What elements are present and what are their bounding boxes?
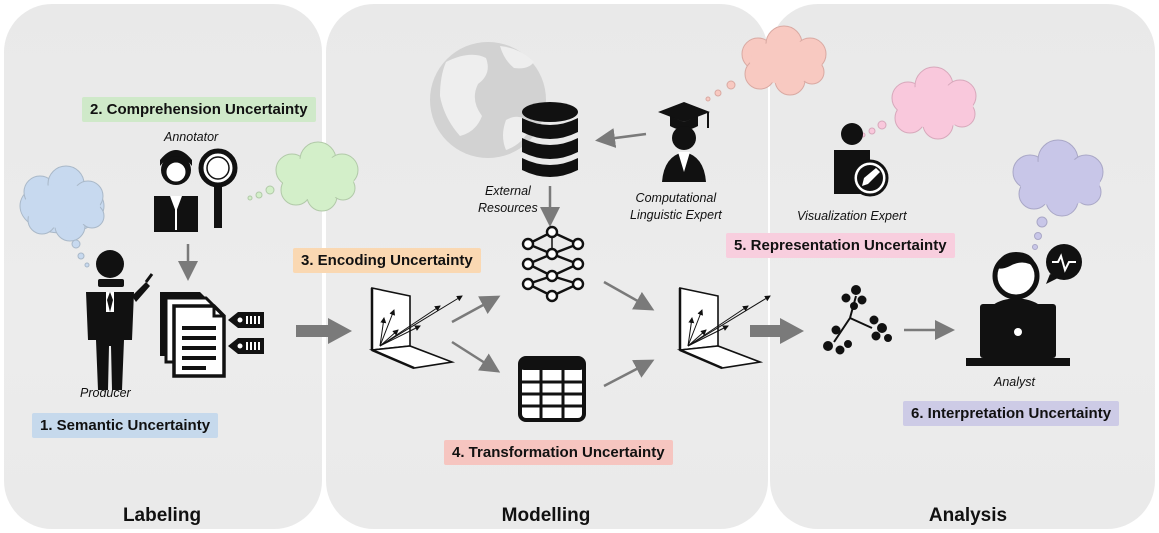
cloud-visualization-expert: [860, 66, 977, 140]
badge-comprehension-uncertainty: 2. Comprehension Uncertainty: [82, 97, 316, 122]
caption-external-resources-line1: External: [484, 184, 531, 198]
caption-visualization-expert: Visualization Expert: [797, 209, 907, 223]
cloud-producer: [19, 165, 105, 268]
caption-annotator: Annotator: [164, 130, 219, 144]
cloud-annotator: [247, 141, 359, 212]
arrow-modelling-to-analysis: [750, 318, 804, 344]
badge-encoding-uncertainty: 3. Encoding Uncertainty: [293, 248, 481, 273]
cluster-visualization-icon: [823, 285, 892, 355]
globe-icon: [430, 42, 546, 158]
caption-linguistic-expert: Computational Linguistic Expert: [630, 190, 722, 224]
caption-linguistic-expert-line1: Computational: [635, 191, 717, 205]
analyst-icon: [966, 244, 1082, 366]
caption-linguistic-expert-line2: Linguistic Expert: [630, 208, 722, 222]
cloud-linguistic-expert: [705, 25, 827, 102]
caption-external-resources: External Resources: [478, 183, 538, 217]
badge-transformation-uncertainty: 4. Transformation Uncertainty: [444, 440, 673, 465]
badge-semantic-uncertainty: 1. Semantic Uncertainty: [32, 413, 219, 438]
vector-space-icon-input: [368, 287, 463, 370]
arrow-labeling-to-modelling: [296, 318, 352, 344]
annotator-figure: [154, 148, 238, 232]
visualization-expert-icon: [834, 123, 889, 197]
caption-external-resources-line2: Resources: [478, 201, 538, 215]
panel-title-analysis: Analysis: [928, 505, 1008, 526]
caption-analyst: Analyst: [994, 375, 1035, 389]
vector-space-icon-output: [676, 287, 771, 370]
caption-producer: Producer: [80, 386, 131, 400]
labeled-documents: [160, 292, 264, 378]
panel-title-modelling: Modelling: [501, 505, 591, 526]
cloud-analyst: [1012, 139, 1104, 250]
neural-network-icon: [521, 225, 585, 303]
badge-representation-uncertainty: 5. Representation Uncertainty: [726, 233, 955, 258]
producer-figure: [86, 250, 154, 390]
labeling-panel: [4, 4, 322, 529]
panel-title-labeling: Labeling: [122, 505, 202, 526]
graduate-expert-icon: [658, 102, 710, 182]
table-icon: [518, 356, 586, 422]
database-icon: [522, 102, 578, 177]
badge-interpretation-uncertainty: 6. Interpretation Uncertainty: [903, 401, 1120, 426]
